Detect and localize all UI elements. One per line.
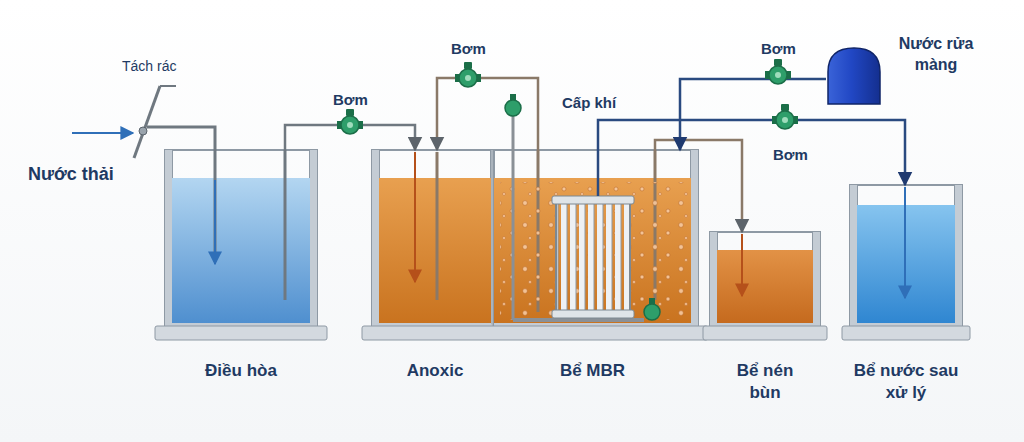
pipe-connector [655,140,742,232]
pump-label: Bơm [333,91,368,108]
pipe-connector [437,78,538,150]
process-tank: Bể nén bùn [710,232,820,330]
tank-outline [826,46,882,106]
tank-label: Bể nén bùn [725,360,805,404]
pump-label: Bơm [773,146,808,163]
pump-symbol [772,104,798,129]
storage-tank: Nước rửa màng [826,46,882,106]
tank-label: Bể MBR [518,360,668,382]
pump-label: Bơm [761,40,796,57]
tank-label: Nước rửa màng [888,34,984,76]
annotation-label: Tách rác [122,58,176,74]
tank-label: Điều hòa [176,360,306,382]
process-tank: Điều hòa [165,150,317,330]
pump-symbol [455,62,481,87]
tank-water [379,178,491,323]
tank-label: Bể nước sau xử lý [851,360,961,404]
annotation-label: Nước thải [28,164,114,185]
tank-water [172,178,310,323]
pipe-connector [598,120,905,185]
process-tank: Anoxic [372,150,494,330]
pump-label: Bơm [451,40,486,57]
annotation-label: Cấp khí [562,94,616,111]
pump-symbol [765,59,791,84]
pipe-connector [680,79,826,150]
tank-water [717,250,813,323]
pump-symbol [337,109,363,134]
tank-label: Anoxic [380,360,490,382]
